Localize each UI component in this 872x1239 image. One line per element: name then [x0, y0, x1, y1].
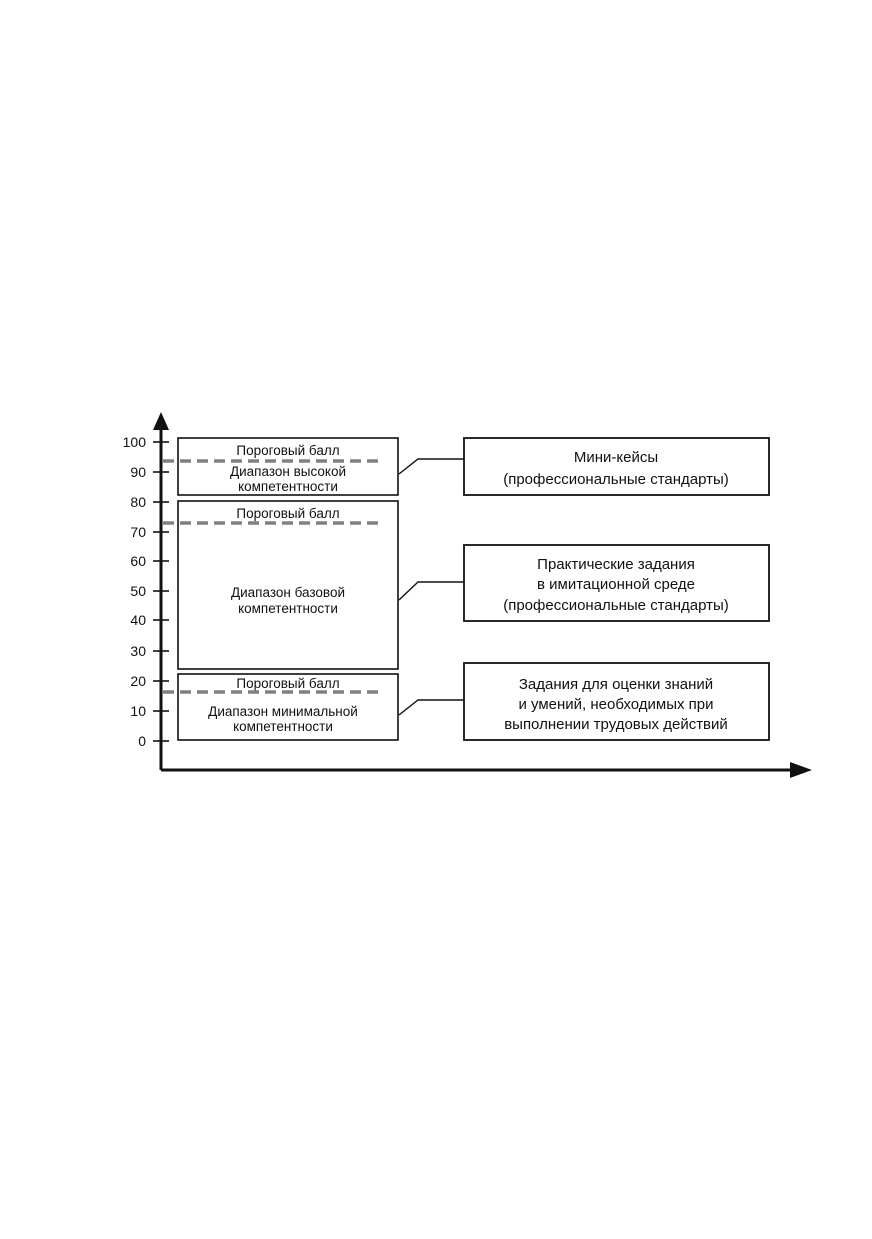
y-tick-label-40: 40: [130, 612, 146, 628]
knowledge-line3: выполнении трудовых действий: [504, 716, 728, 733]
y-tick-labels: 100 90 80 70 60 50 40 30 20 10 0: [123, 434, 147, 749]
high-range-threshold-label: Пороговый балл: [236, 443, 339, 458]
knowledge-line1: Задания для оценки знаний: [519, 676, 713, 693]
y-tick-marks: [153, 441, 169, 742]
mini-cases-line2: (профессиональные стандарты): [503, 471, 729, 488]
high-range-name-line2: компетентности: [238, 479, 338, 494]
y-tick-label-10: 10: [130, 703, 146, 719]
practical-line3: (профессиональные стандарты): [503, 597, 729, 614]
y-tick-label-80: 80: [130, 494, 146, 510]
y-tick-label-90: 90: [130, 464, 146, 480]
task-knowledge: Задания для оценки знаний и умений, необ…: [463, 662, 770, 741]
y-tick-label-100: 100: [123, 434, 147, 450]
basic-range-name-line1: Диапазон базовой: [231, 585, 345, 600]
knowledge-line2: и умений, необходимых при: [518, 696, 713, 713]
connector-high-to-mini-cases: [398, 458, 464, 475]
y-tick-label-70: 70: [130, 524, 146, 540]
task-practical: Практические задания в имитационной сред…: [463, 544, 770, 622]
y-tick-label-50: 50: [130, 583, 146, 599]
high-range-name-line1: Диапазон высокой: [230, 464, 346, 479]
knowledge-box: [463, 662, 770, 741]
basic-range-threshold-label: Пороговый балл: [236, 506, 339, 521]
high-competence-range: Пороговый балл Диапазон высокой компетен…: [163, 437, 399, 496]
minimal-range-name-line2: компетентности: [233, 719, 333, 734]
y-axis-arrowhead: [153, 412, 169, 430]
basic-range-name-line2: компетентности: [238, 601, 338, 616]
minimal-competence-range: Пороговый балл Диапазон минимальной комп…: [163, 673, 399, 741]
y-tick-label-30: 30: [130, 643, 146, 659]
y-tick-label-20: 20: [130, 673, 146, 689]
high-range-box: [177, 437, 399, 496]
basic-range-box: [177, 500, 399, 670]
task-mini-cases: Мини-кейсы (профессиональные стандарты): [463, 437, 770, 496]
practical-line2: в имитационной среде: [537, 576, 695, 593]
y-tick-label-0: 0: [138, 733, 146, 749]
minimal-range-threshold-label: Пороговый балл: [236, 676, 339, 691]
practical-box: [463, 544, 770, 622]
connector-basic-to-practical: [398, 581, 464, 601]
practical-line1: Практические задания: [537, 556, 695, 573]
minimal-range-box: [177, 673, 399, 741]
mini-cases-box: [463, 437, 770, 496]
basic-competence-range: Пороговый балл Диапазон базовой компетен…: [163, 500, 399, 670]
y-tick-label-60: 60: [130, 553, 146, 569]
minimal-range-name-line1: Диапазон минимальной: [208, 704, 358, 719]
x-axis-arrowhead: [790, 762, 812, 778]
mini-cases-line1: Мини-кейсы: [574, 449, 658, 466]
connector-minimal-to-knowledge: [398, 699, 464, 716]
